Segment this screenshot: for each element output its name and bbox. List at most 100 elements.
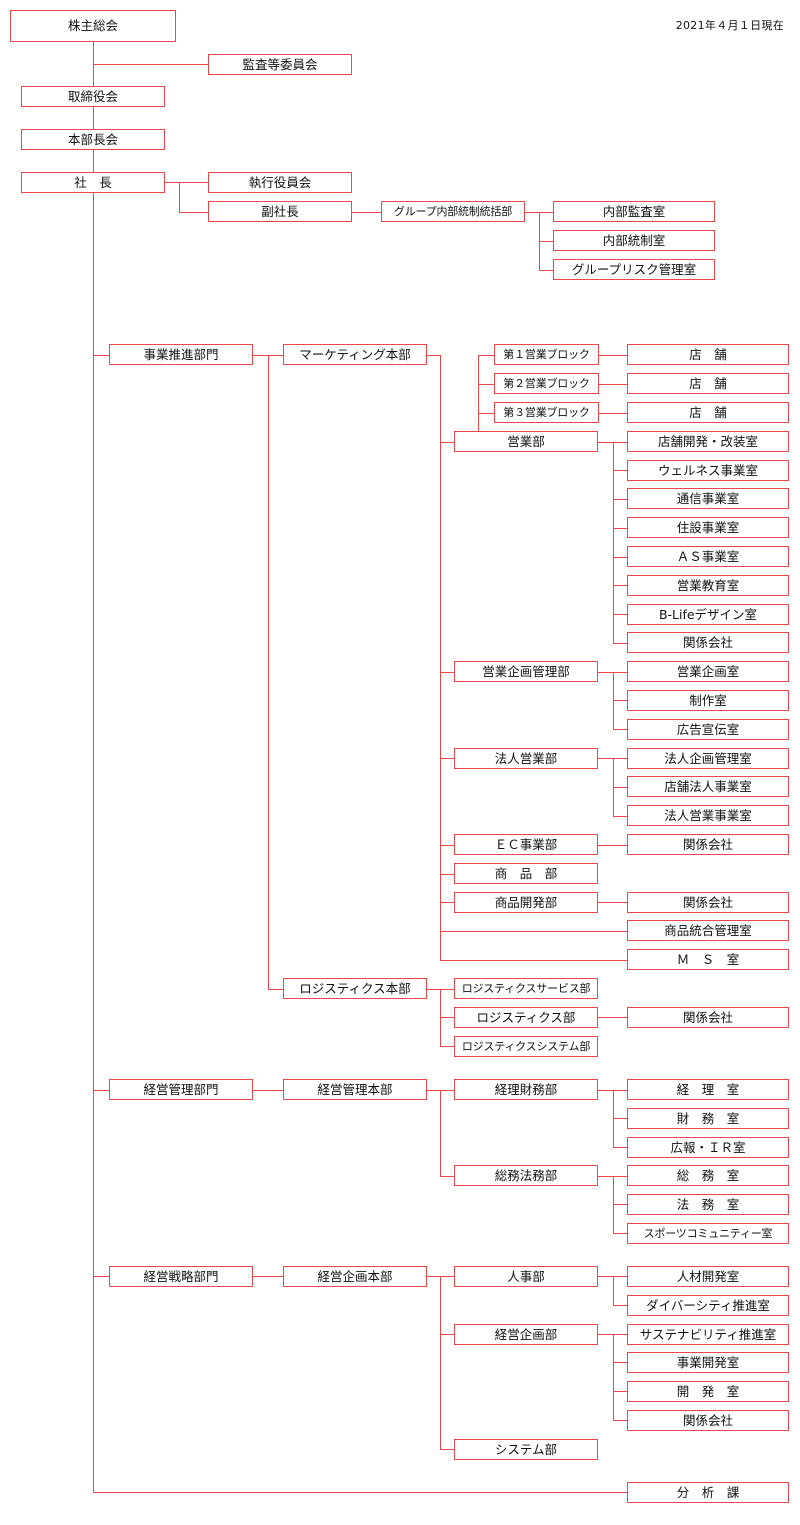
connector-line [93,1276,110,1277]
connector-line [599,355,628,356]
connector-line [93,1090,110,1091]
connector-line [165,182,209,183]
org-box-log-service: ロジスティクスサービス部 [454,978,598,999]
connector-line [440,1276,441,1450]
connector-line [478,413,495,414]
connector-line [93,355,110,356]
connector-line [478,384,495,385]
org-box-mgmt-admin-div: 経営管理部門 [109,1079,253,1100]
connector-line [598,845,628,846]
org-box-affil4: 関係会社 [627,1007,789,1028]
org-box-analysis: 分 析 課 [627,1482,789,1503]
connector-line [599,413,628,414]
connector-line [613,1176,614,1234]
org-box-blife: B-Lifeデザイン室 [627,604,789,625]
org-box-corp-plan: 法人企画管理室 [627,748,789,769]
connector-line [613,729,628,730]
connector-line [613,1233,628,1234]
org-box-biz-promo: 事業推進部門 [109,344,253,365]
connector-line [613,1090,614,1148]
org-box-sales-edu: 営業教育室 [627,575,789,596]
org-box-finance: 経理財務部 [454,1079,598,1100]
connector-line [440,845,455,846]
connector-line [598,1017,628,1018]
org-box-sustain: サステナビリティ推進室 [627,1324,789,1345]
org-box-president: 社 長 [21,172,165,193]
org-box-vice-president: 副社長 [208,201,352,222]
connector-line [613,499,628,500]
org-box-advert: 広告宣伝室 [627,719,789,740]
connector-line [613,1334,614,1421]
org-box-planning-hq: 経営企画本部 [283,1266,427,1287]
connector-line [440,758,455,759]
org-box-affil1: 関係会社 [627,632,789,653]
org-box-treasury: 財 務 室 [627,1108,789,1129]
connector-line [613,528,628,529]
org-box-group-risk: グループリスク管理室 [553,259,715,280]
connector-line [613,614,628,615]
connector-line [440,672,455,673]
connector-line [539,241,554,242]
connector-line [598,902,628,903]
connector-line [427,989,455,990]
org-box-audit-committee: 監査等委員会 [208,54,352,75]
org-box-sales-plan-office: 営業企画室 [627,661,789,682]
connector-line [268,989,284,990]
connector-line [613,1362,628,1363]
org-box-sales-plan: 営業企画管理部 [454,661,598,682]
connector-line [440,1017,455,1018]
org-box-housing: 住設事業室 [627,517,789,538]
org-box-hr: 人事部 [454,1266,598,1287]
org-box-block3: 第３営業ブロック [494,402,599,423]
org-box-block1: 第１営業ブロック [494,344,599,365]
connector-line [93,64,209,65]
org-box-as-biz: ＡＳ事業室 [627,546,789,567]
connector-line [427,355,441,356]
connector-line [440,1334,455,1335]
connector-line [599,384,628,385]
org-box-corp-sales: 法人営業部 [454,748,598,769]
org-box-affil3: 関係会社 [627,892,789,913]
connector-line [440,931,628,932]
org-box-systems: システム部 [454,1439,598,1460]
connector-line [179,212,209,213]
org-box-store-dev: 店舗開発・改装室 [627,431,789,452]
connector-line [253,1090,284,1091]
org-box-gm-meeting: 本部長会 [21,129,165,150]
connector-line [613,700,628,701]
connector-line [440,1176,455,1177]
org-box-internal-control-office: 内部統制室 [553,230,715,251]
connector-line [613,787,628,788]
org-box-products: 商 品 部 [454,863,598,884]
connector-line [613,672,614,730]
org-box-pr-ir: 広報・ＩＲ室 [627,1137,789,1158]
org-box-affil2: 関係会社 [627,834,789,855]
connector-line [440,355,441,961]
org-box-diversity: ダイバーシティ推進室 [627,1295,789,1316]
connector-line [613,1276,614,1306]
org-box-bizdev: 事業開発室 [627,1352,789,1373]
connector-line [613,557,628,558]
connector-line [253,1276,284,1277]
connector-line [613,1118,628,1119]
org-box-marketing-hq: マーケティング本部 [283,344,427,365]
connector-line [440,902,455,903]
org-box-talent: 人材開発室 [627,1266,789,1287]
connector-line [613,1420,628,1421]
connector-line [440,960,628,961]
org-box-sales: 営業部 [454,431,598,452]
connector-line [613,816,628,817]
org-box-wellness: ウェルネス事業室 [627,460,789,481]
connector-line [268,355,269,990]
org-box-accounting: 経 理 室 [627,1079,789,1100]
org-box-affil5: 関係会社 [627,1410,789,1431]
org-box-general-affairs: 総 務 室 [627,1165,789,1186]
connector-line [613,470,628,471]
connector-line [613,1305,628,1306]
connector-line [613,442,614,644]
connector-line [93,42,94,1493]
org-box-strategy-div: 経営戦略部門 [109,1266,253,1287]
org-box-block2: 第２営業ブロック [494,373,599,394]
org-box-ms: Ｍ Ｓ 室 [627,949,789,970]
